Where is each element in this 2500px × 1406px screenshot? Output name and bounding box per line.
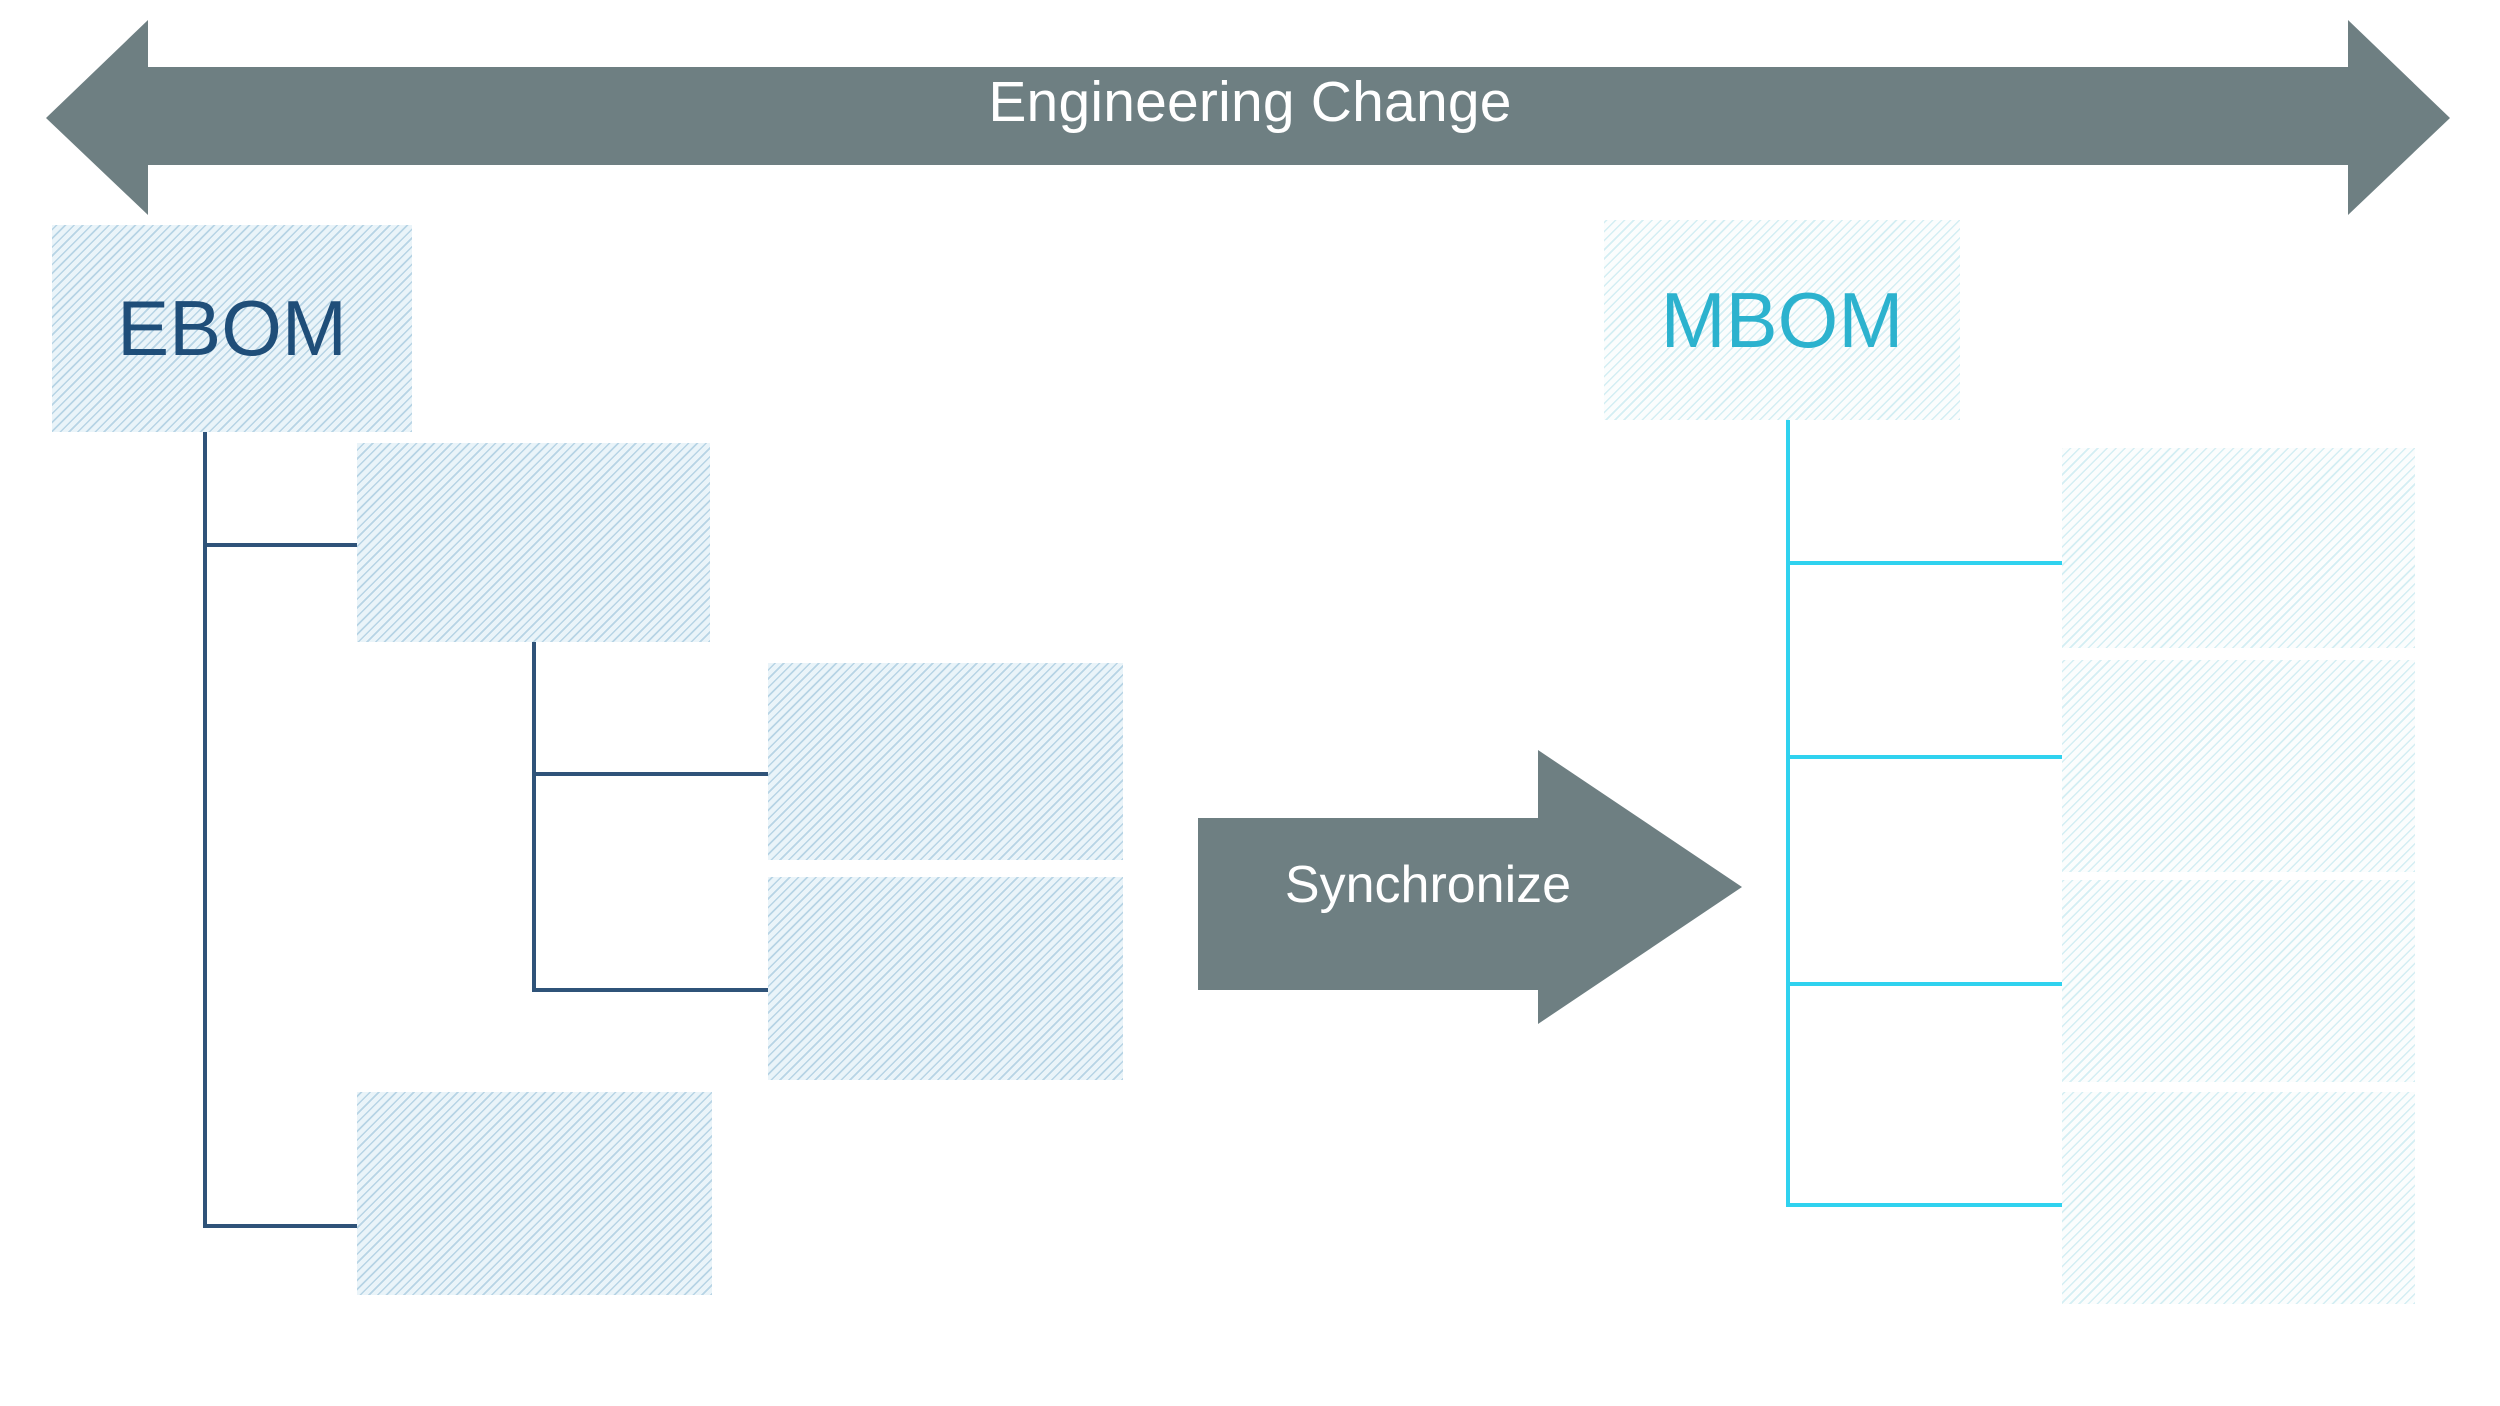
synchronize-arrow[interactable] [1198,745,1758,1030]
mbom-child-node-4[interactable] [2062,1092,2415,1304]
mbom-connector-branch-4 [1786,1203,2064,1207]
right-arrow-shape [1198,750,1742,1024]
mbom-root-node[interactable]: MBOM [1604,220,1960,420]
ebom-connector-branch-2 [532,772,772,776]
engineering-change-arrow [46,20,2450,215]
mbom-connector-trunk [1786,420,1790,1207]
double-arrow-shape [46,20,2450,215]
ebom-root-label: EBOM [117,284,347,372]
ebom-child-node-1[interactable] [357,443,710,642]
mbom-connector-branch-1 [1786,561,2064,565]
mbom-connector-branch-3 [1786,982,2064,986]
ebom-connector-subtrunk [532,642,536,992]
mbom-connector-branch-2 [1786,755,2064,759]
ebom-child-node-2[interactable] [768,663,1123,860]
mbom-child-node-2[interactable] [2062,660,2415,872]
ebom-root-node[interactable]: EBOM [52,225,412,432]
ebom-child-node-3[interactable] [768,877,1123,1080]
ebom-connector-branch-1 [203,543,359,547]
mbom-root-label: MBOM [1660,275,1904,364]
ebom-connector-branch-4 [203,1224,361,1228]
ebom-child-node-4[interactable] [357,1092,712,1295]
ebom-connector-branch-3 [532,988,772,992]
ebom-connector-trunk [203,432,207,1228]
mbom-child-node-1[interactable] [2062,448,2415,648]
mbom-child-node-3[interactable] [2062,880,2415,1082]
